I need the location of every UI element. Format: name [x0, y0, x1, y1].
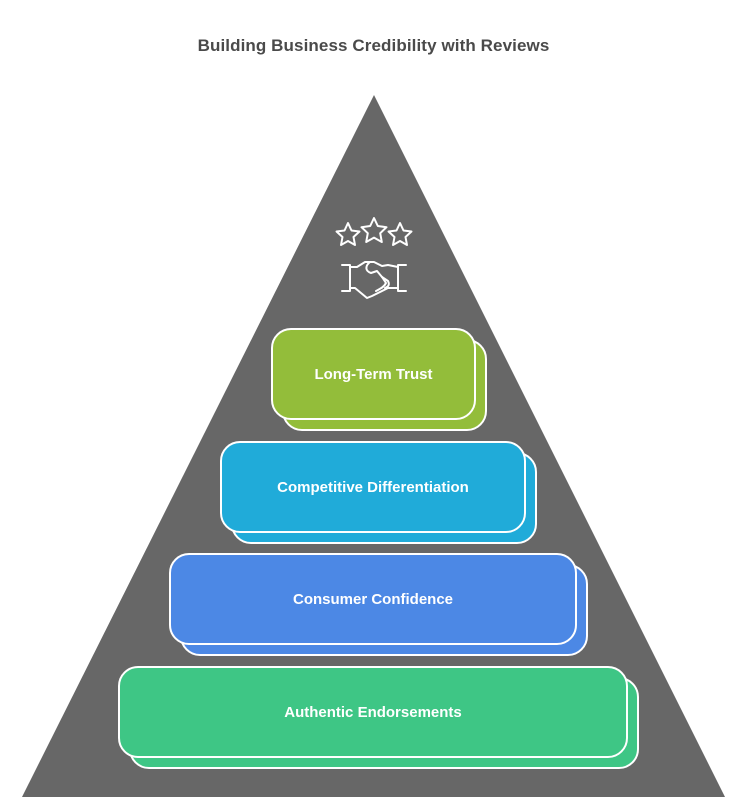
- tier-label: Consumer Confidence: [292, 590, 454, 608]
- star-icon: [360, 217, 388, 243]
- handshake-icon: [341, 261, 407, 299]
- star-icon: [387, 222, 413, 246]
- tier-label: Long-Term Trust: [314, 365, 433, 383]
- star-icon: [335, 222, 361, 246]
- tier-label: Competitive Differentiation: [277, 478, 469, 496]
- tier-label: Authentic Endorsements: [284, 703, 462, 721]
- tier-front-layer: Competitive Differentiation: [220, 441, 526, 533]
- tier-front-layer: Long-Term Trust: [271, 328, 476, 420]
- stars-handshake-icon: [330, 215, 418, 301]
- tier-front-layer: Consumer Confidence: [169, 553, 577, 645]
- tier-front-layer: Authentic Endorsements: [118, 666, 628, 758]
- diagram-title: Building Business Credibility with Revie…: [197, 36, 550, 55]
